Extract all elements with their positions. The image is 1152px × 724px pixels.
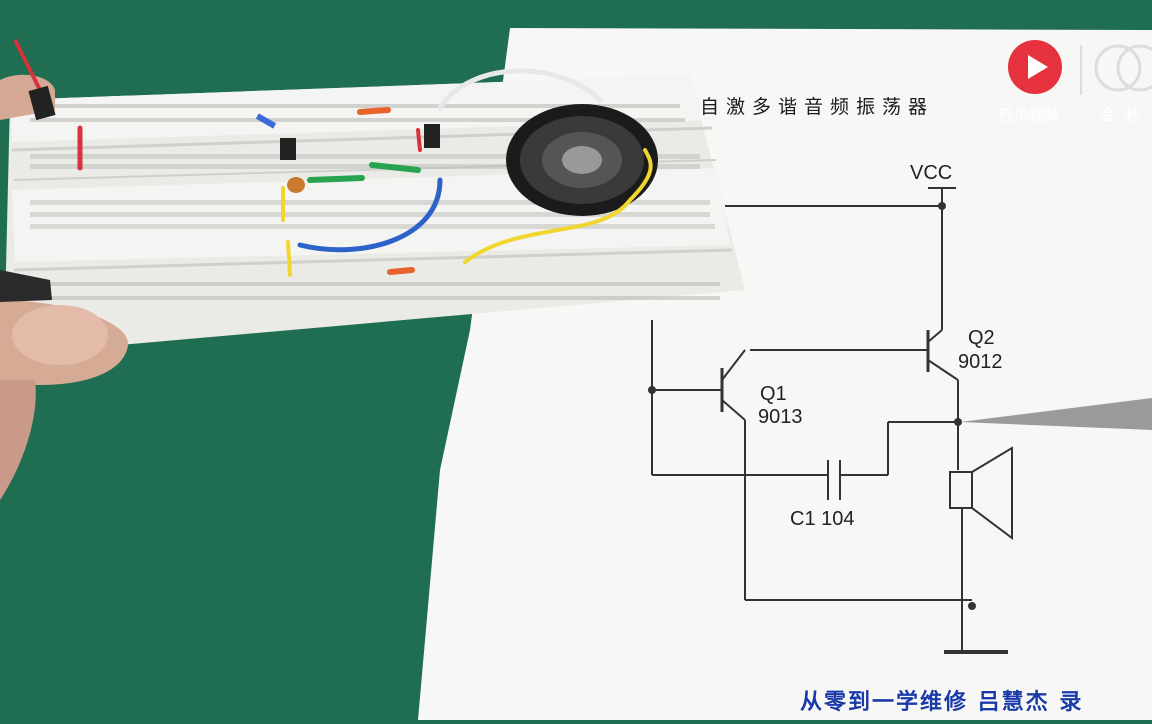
hand [0, 39, 129, 500]
watermark-logo-left [1008, 40, 1062, 94]
q1-part-number: 9013 [758, 406, 803, 428]
watermark-text-right: 金秒 [1100, 106, 1151, 124]
q1-label: Q1 [760, 383, 787, 405]
q2-part-number: 9012 [958, 351, 1003, 373]
watermark-logo-right [1094, 44, 1152, 92]
breadboard-holes [30, 104, 720, 300]
tweezers [960, 398, 1152, 430]
schematic-title: 自激多谐音频振荡器 [700, 96, 935, 118]
q2-label: Q2 [968, 327, 995, 349]
jumper-wires [77, 68, 653, 277]
vcc-label: VCC [910, 162, 953, 184]
video-caption: 从零到一学维修 吕慧杰 录 [800, 690, 1084, 715]
schematic-wires [651, 187, 1013, 654]
capacitor-label: C1 104 [790, 508, 855, 530]
speaker [506, 104, 658, 216]
watermark-text-left: 西瓜视频 [999, 106, 1060, 124]
components [255, 113, 440, 193]
